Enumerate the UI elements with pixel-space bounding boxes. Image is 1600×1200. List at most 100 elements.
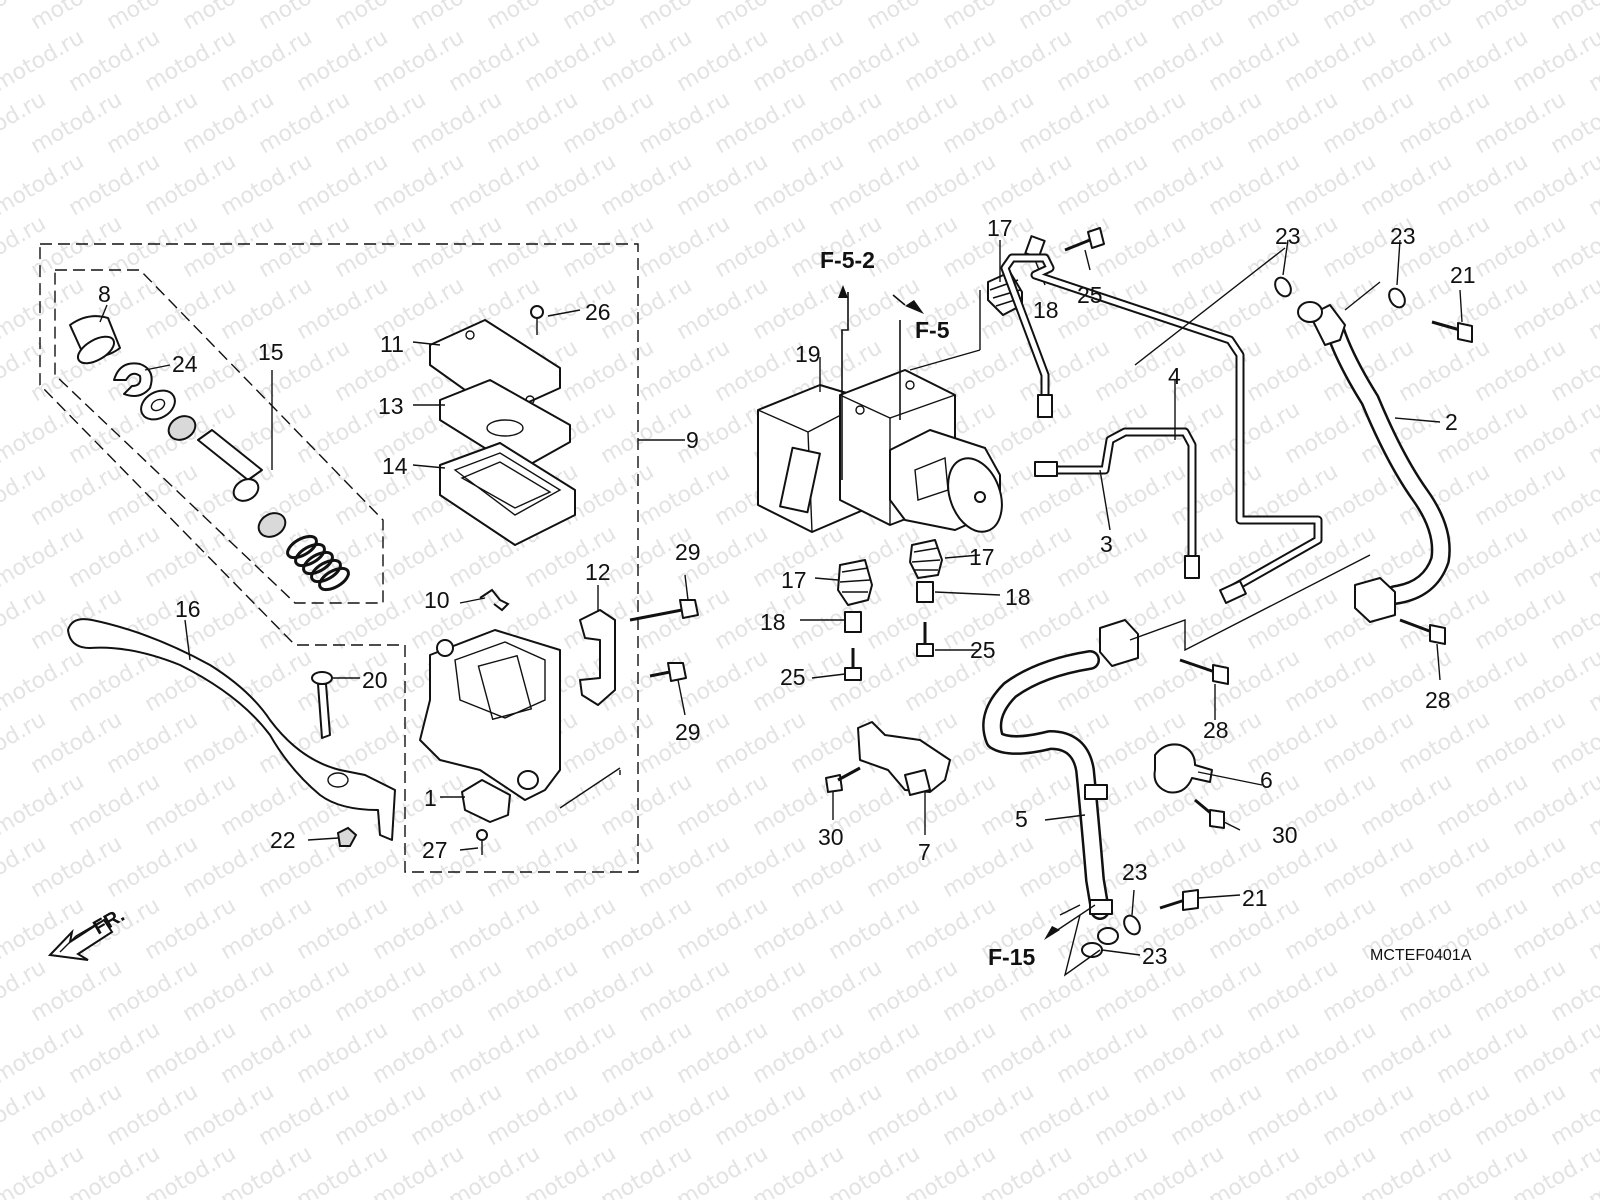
bolt-part-29-upper bbox=[629, 599, 699, 622]
reference-f5: F-5 bbox=[915, 317, 950, 343]
callout-14: 14 bbox=[382, 453, 408, 479]
pivot-bolt-part-20 bbox=[311, 671, 333, 739]
callout-18-left: 18 bbox=[760, 609, 786, 635]
grommet-part-17-lower-right bbox=[909, 539, 943, 579]
plate-part-13 bbox=[439, 379, 571, 471]
diagram-code: MCTEF0401A bbox=[1370, 947, 1472, 964]
leaders-center bbox=[800, 240, 1091, 835]
callout-28-center: 28 bbox=[1203, 717, 1229, 743]
boot-part-8 bbox=[69, 315, 121, 365]
seal bbox=[167, 415, 197, 441]
callout-13: 13 bbox=[378, 393, 404, 419]
callout-9: 9 bbox=[686, 427, 699, 453]
bolt-part-25-lower-left bbox=[844, 648, 862, 681]
pipe-fitting bbox=[1034, 461, 1058, 477]
callout-17-top: 17 bbox=[987, 215, 1013, 241]
screw-part-27 bbox=[476, 829, 488, 855]
callout-30-left: 30 bbox=[818, 824, 844, 850]
spring bbox=[286, 534, 350, 592]
bolt-part-25-top bbox=[1064, 227, 1105, 252]
callout-15: 15 bbox=[258, 339, 284, 365]
reference-f15: F-15 bbox=[988, 944, 1036, 970]
clip-part-10 bbox=[479, 588, 510, 612]
bolt-part-28-right bbox=[1399, 618, 1446, 645]
cup bbox=[257, 512, 287, 538]
collar-part-18-lower-left bbox=[844, 611, 862, 633]
callout-21-lower: 21 bbox=[1242, 885, 1268, 911]
pipe-fitting bbox=[1037, 394, 1053, 418]
banjo-fitting bbox=[1297, 301, 1323, 323]
callout-4: 4 bbox=[1168, 363, 1181, 389]
bracket-part-12 bbox=[579, 609, 616, 706]
callout-26: 26 bbox=[585, 299, 611, 325]
callout-12: 12 bbox=[585, 559, 611, 585]
callout-24: 24 bbox=[172, 351, 198, 377]
callout-17-left: 17 bbox=[781, 567, 807, 593]
bolt-part-30-right bbox=[1194, 798, 1225, 829]
brake-lines-assembly bbox=[982, 239, 1473, 977]
callout-25-left: 25 bbox=[780, 664, 806, 690]
bolt-part-21-upper bbox=[1431, 320, 1473, 343]
three-way-joint-upper bbox=[1354, 577, 1396, 623]
callout-23-lower-upper: 23 bbox=[1122, 859, 1148, 885]
callout-23-upper-right: 23 bbox=[1390, 223, 1416, 249]
callout-18-right: 18 bbox=[1005, 584, 1031, 610]
reference-f52: F-5-2 bbox=[820, 247, 875, 273]
sealing-washer-23-b bbox=[1388, 287, 1406, 309]
clamp-part-6 bbox=[1153, 743, 1213, 794]
callout-1: 1 bbox=[424, 785, 437, 811]
abs-modulator-assembly bbox=[757, 227, 1105, 835]
collar-part-18-lower-right bbox=[916, 581, 934, 603]
callout-8: 8 bbox=[98, 281, 111, 307]
callout-25-right: 25 bbox=[970, 637, 996, 663]
callout-21-upper: 21 bbox=[1450, 262, 1476, 288]
callout-7: 7 bbox=[918, 839, 931, 865]
arrow-head-f5 bbox=[905, 300, 924, 314]
sealing-washer-23-c bbox=[1123, 914, 1141, 936]
callout-3: 3 bbox=[1100, 531, 1113, 557]
pipe-fitting bbox=[1219, 580, 1247, 604]
bolt-part-21-lower bbox=[1159, 889, 1199, 911]
three-way-joint-lower bbox=[1099, 619, 1139, 667]
callout-17-right: 17 bbox=[969, 544, 995, 570]
bolt-part-25-lower-right bbox=[916, 622, 934, 657]
arrow-head-f15 bbox=[1044, 926, 1060, 940]
arrow-head-f52 bbox=[838, 285, 848, 298]
callout-27: 27 bbox=[422, 837, 448, 863]
bolt-part-30-left bbox=[825, 766, 861, 793]
hose-band bbox=[1089, 899, 1113, 915]
callout-23-upper-left: 23 bbox=[1275, 223, 1301, 249]
callout-11: 11 bbox=[380, 331, 404, 357]
pipe-fitting bbox=[1184, 555, 1200, 579]
callout-18-top: 18 bbox=[1033, 297, 1059, 323]
callout-30-right: 30 bbox=[1272, 822, 1298, 848]
master-cylinder-body bbox=[419, 629, 561, 801]
screw-part-26 bbox=[530, 305, 544, 335]
callout-2: 2 bbox=[1445, 409, 1458, 435]
reference-labels: F-5-2 F-5 F-15 bbox=[820, 247, 1036, 970]
callout-labels: 8 24 15 26 11 13 14 9 12 10 16 20 1 27 2… bbox=[98, 215, 1476, 969]
circlip-part-24 bbox=[113, 362, 153, 397]
callout-19: 19 bbox=[795, 341, 821, 367]
grommet-part-17-lower-left bbox=[837, 559, 873, 606]
leaders-left bbox=[99, 304, 689, 851]
callout-22: 22 bbox=[270, 827, 296, 853]
piston bbox=[197, 429, 263, 481]
callout-28-right: 28 bbox=[1425, 687, 1451, 713]
callout-25-top: 25 bbox=[1077, 282, 1103, 308]
brake-lever-part-16 bbox=[67, 618, 396, 841]
abs-motor bbox=[889, 429, 1003, 533]
leaders-right bbox=[1044, 239, 1463, 977]
washer bbox=[140, 389, 176, 421]
bolt-part-28-center bbox=[1179, 658, 1229, 685]
nut-part-22 bbox=[336, 826, 358, 847]
reference-arrows bbox=[841, 292, 906, 480]
assembly-boundary-9 bbox=[39, 243, 639, 873]
callout-29-lower: 29 bbox=[675, 719, 701, 745]
callout-16: 16 bbox=[175, 596, 201, 622]
callout-5: 5 bbox=[1015, 806, 1028, 832]
callout-23-lower: 23 bbox=[1142, 943, 1168, 969]
reservoir-cap-part-11 bbox=[429, 319, 561, 416]
